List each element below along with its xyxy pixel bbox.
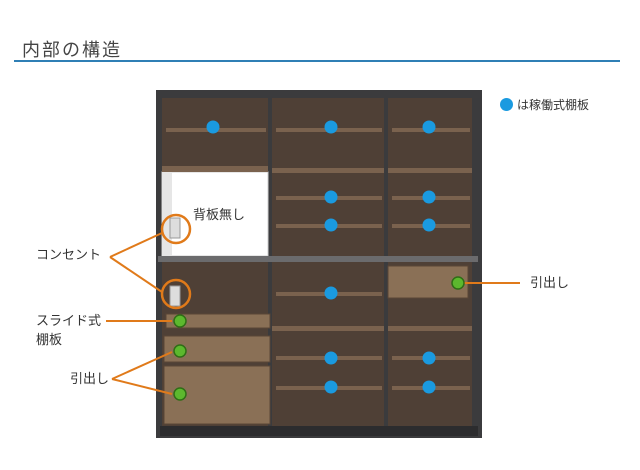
fixed-marker — [173, 387, 187, 401]
outlet-callout-line — [109, 232, 163, 258]
fixed-marker — [173, 344, 187, 358]
outlet-label: コンセント — [36, 248, 102, 263]
adjustable-dots — [206, 120, 436, 394]
adjustable-dot — [422, 218, 436, 232]
adjustable-dot — [324, 351, 338, 365]
shelf — [162, 166, 268, 172]
adjustable-dot — [324, 190, 338, 204]
adjustable-dot — [422, 351, 436, 365]
adjustable-shelf-dot-icon — [500, 98, 513, 111]
fixed-marker — [173, 314, 187, 328]
outlet-lower — [169, 285, 181, 307]
shelf — [388, 168, 472, 173]
fixed-marker — [451, 276, 465, 290]
adjustable-dot — [324, 380, 338, 394]
drawer-left-label: 引出し — [70, 372, 110, 387]
outlet-callout-ring-lower — [160, 278, 192, 310]
fixed-markers — [173, 276, 465, 401]
adjustable-dot — [422, 380, 436, 394]
adjustable-dot — [324, 286, 338, 300]
drawer-right-label: 引出し — [530, 276, 570, 291]
adjustable-dot — [422, 120, 436, 134]
shelf — [388, 326, 472, 331]
compartment-lower-middle — [272, 262, 384, 426]
drawer-callout-line — [111, 378, 173, 395]
adjustable-dot — [324, 218, 338, 232]
adjustable-dot — [422, 190, 436, 204]
backless-side-shadow — [162, 172, 172, 256]
adjustable-dot — [206, 120, 220, 134]
outlet-callout-line — [109, 256, 163, 293]
adjustable-dot — [324, 120, 338, 134]
shelf — [272, 326, 384, 331]
page-title: 内部の構造 — [22, 40, 122, 61]
mid-divider — [158, 256, 478, 262]
legend-label: は稼働式棚板 — [517, 98, 590, 112]
outlet-callout-ring-upper — [160, 213, 192, 245]
shelf — [272, 168, 384, 173]
slide-shelf-label-line1: スライド式 — [36, 314, 102, 329]
backless-label: 背板無し — [193, 208, 246, 223]
title-underline — [14, 60, 620, 62]
slide-shelf-label-line2: 棚板 — [36, 333, 63, 348]
outlet-upper — [169, 217, 181, 239]
legend: は稼働式棚板 — [500, 96, 589, 113]
callout-lines — [106, 232, 520, 395]
cabinet-plinth — [160, 426, 478, 436]
drawer-callout-line — [111, 351, 173, 380]
